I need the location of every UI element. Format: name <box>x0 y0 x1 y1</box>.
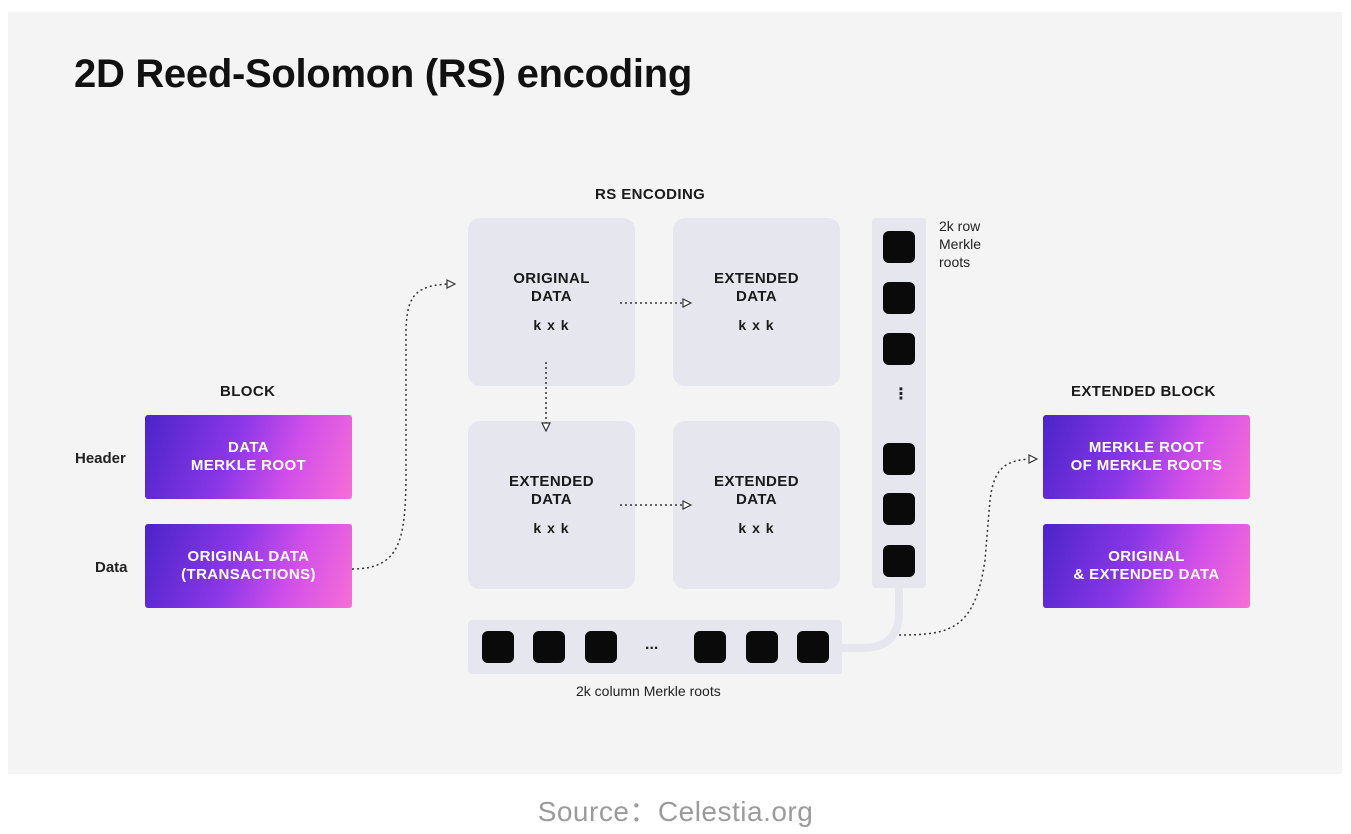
bar-joint-connector <box>842 588 903 652</box>
column-root-square <box>746 631 778 663</box>
row-root-square <box>883 443 915 475</box>
row-roots-label-line-1: 2k row <box>939 218 981 234</box>
quadrant-bl-line-1: EXTENDED <box>509 473 594 490</box>
quadrant-tr-line-2: DATA <box>735 288 778 305</box>
merkle-root-of-roots-box: MERKLE ROOT OF MERKLE ROOTS <box>1043 415 1250 499</box>
quadrant-tl-line-2: DATA <box>530 288 573 305</box>
row-roots-bar <box>872 218 926 588</box>
rs-encoding-heading: RS ENCODING <box>595 186 706 203</box>
column-root-square <box>585 631 617 663</box>
arrow-to-original-data <box>351 284 454 570</box>
quadrant-bl-dimension: k x k <box>533 520 570 536</box>
original-extended-data-line-2: & EXTENDED DATA <box>1073 566 1220 583</box>
column-root-square <box>694 631 726 663</box>
data-merkle-root-line-1: DATA <box>227 439 270 456</box>
merkle-root-of-roots-line-1: MERKLE ROOT <box>1088 439 1205 456</box>
quadrant-br-line-1: EXTENDED <box>714 473 799 490</box>
extended-data-quadrant-bottom-left: EXTENDED DATA k x k <box>468 421 635 589</box>
extended-block-heading: EXTENDED BLOCK <box>1071 383 1216 400</box>
original-data-box: ORIGINAL DATA (TRANSACTIONS) <box>145 524 352 608</box>
row-root-square <box>883 493 915 525</box>
row-root-square <box>883 333 915 365</box>
quadrant-tr-dimension: k x k <box>738 317 775 333</box>
extended-data-quadrant-top-right: EXTENDED DATA k x k <box>673 218 840 386</box>
row-roots-label-line-3: roots <box>939 254 971 270</box>
original-data-line-2: (TRANSACTIONS) <box>181 566 316 583</box>
column-root-square <box>482 631 514 663</box>
extended-data-quadrant-bottom-right: EXTENDED DATA k x k <box>673 421 840 589</box>
quadrant-tl-dimension: k x k <box>533 317 570 333</box>
column-root-square <box>533 631 565 663</box>
row-roots-label-line-2: Merkle <box>939 236 982 252</box>
data-label: Data <box>95 559 128 576</box>
quadrant-tl-line-1: ORIGINAL <box>513 270 590 287</box>
column-roots-ellipsis: ... <box>645 636 659 653</box>
arrow-to-merkle-root-of-roots <box>898 459 1036 636</box>
data-merkle-root-line-2: MERKLE ROOT <box>190 457 307 474</box>
column-root-square <box>797 631 829 663</box>
quadrant-tr-line-1: EXTENDED <box>714 270 799 287</box>
data-merkle-root-box: DATA MERKLE ROOT <box>145 415 352 499</box>
merkle-root-of-roots-line-2: OF MERKLE ROOTS <box>1070 457 1223 474</box>
row-roots-label: 2k row Merkle roots <box>939 217 981 271</box>
quadrant-br-line-2: DATA <box>735 491 778 508</box>
column-roots-label: 2k column Merkle roots <box>576 683 721 699</box>
source-caption: Source：Celestia.org <box>537 796 814 827</box>
row-root-square <box>883 282 915 314</box>
header-label: Header <box>75 450 126 467</box>
original-data-line-1: ORIGINAL DATA <box>187 548 310 565</box>
block-heading: BLOCK <box>220 383 276 400</box>
original-extended-data-line-1: ORIGINAL <box>1108 548 1185 565</box>
original-extended-data-box: ORIGINAL & EXTENDED DATA <box>1043 524 1250 608</box>
column-roots-bar <box>468 620 842 674</box>
original-data-quadrant: ORIGINAL DATA k x k <box>468 218 635 386</box>
quadrant-bl-line-2: DATA <box>530 491 573 508</box>
row-root-square <box>883 545 915 577</box>
diagram-title: 2D Reed-Solomon (RS) encoding <box>74 52 692 96</box>
quadrant-br-dimension: k x k <box>738 520 775 536</box>
row-root-square <box>883 231 915 263</box>
